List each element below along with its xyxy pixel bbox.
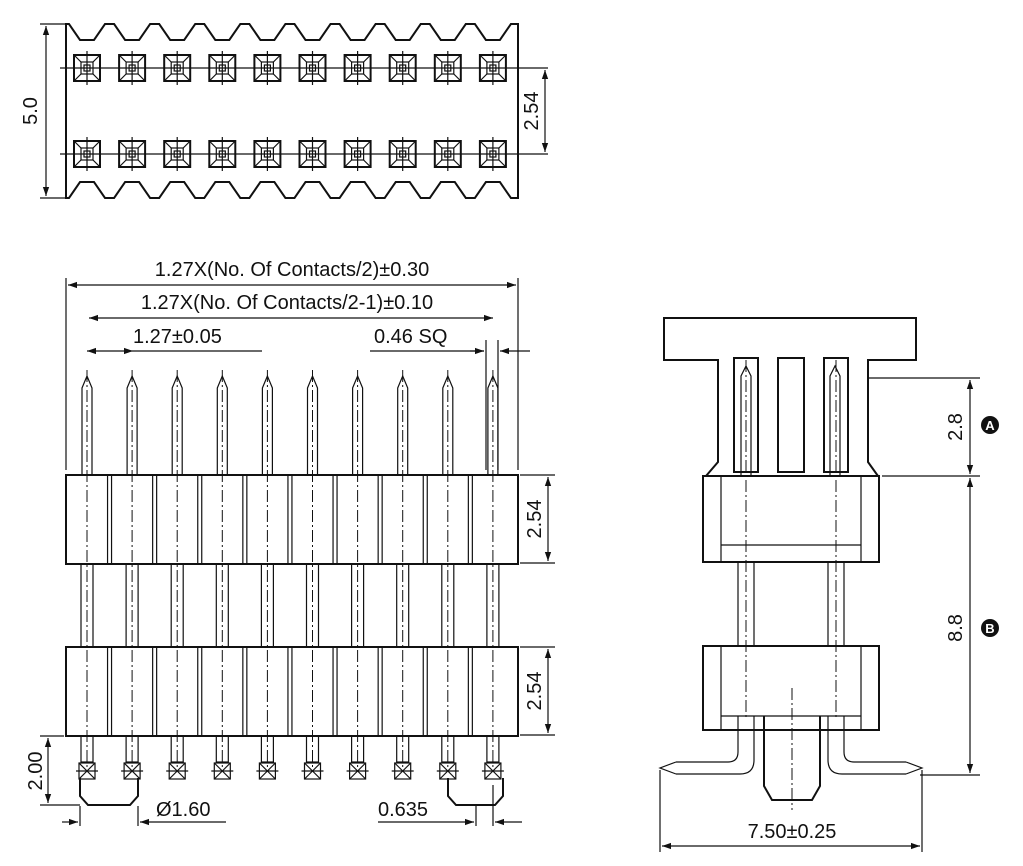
front-pins [80,374,500,647]
dim-lower-housing: 2.54 [520,646,555,736]
top-pad-grid [73,51,507,171]
dim-peg-diameter-text: Ø1.60 [156,799,210,821]
pin-tail [215,735,229,763]
dim-side-width-text: 7.50±0.25 [748,821,837,843]
dim-end-pitch-text: 1.27X(No. Of Contacts/2-1)±0.10 [141,292,433,314]
dim-side-a-text: 2.8 [945,413,967,441]
side-tail-left [676,716,755,775]
dim-peg-offset: 0.635 [378,785,522,826]
side-center-peg [763,716,821,801]
pin-tails [76,735,504,780]
side-tail-right [827,716,906,775]
dim-side-b-label: B [985,621,994,636]
side-top-cap [663,317,917,477]
dim-top-height: 5.0 [20,23,66,199]
dim-lower-housing-text: 2.54 [524,672,546,711]
housing-dividers [106,475,473,736]
side-tail-right-inner [843,716,906,763]
dim-tail-length: 2.00 [25,735,80,806]
dim-side-a: 2.8 A [868,377,999,477]
dim-pin-square: 0.46 SQ [370,326,530,470]
dim-end-pitch: 1.27X(No. Of Contacts/2-1)±0.10 [89,292,493,322]
dim-upper-housing: 2.54 [520,474,555,564]
dim-side-width: 7.50±0.25 [659,770,923,852]
top-view: 5.0 2.54 [20,23,549,199]
side-view: 2.8 A 8.8 B 7.50±0.25 [658,317,999,852]
right-peg [447,778,504,806]
top-row-centerlines [60,67,548,155]
dim-pitch: 1.27±0.05 [87,326,262,355]
dim-pin-square-text: 0.46 SQ [374,326,447,348]
pin-tail [305,735,320,763]
side-tail-left-inner [676,716,739,763]
dim-side-a-badge: A [981,416,999,434]
dim-total-length: 1.27X(No. Of Contacts/2)±0.30 [65,259,519,470]
dim-side-b-text: 8.8 [945,614,967,642]
top-view-outline [65,23,519,199]
dim-peg-diameter: Ø1.60 [62,799,226,826]
dim-tail-length-text: 2.00 [25,752,47,791]
dim-top-height-text: 5.0 [20,97,42,125]
pin-tail [125,735,139,763]
dim-top-row-pitch: 2.54 [521,70,549,152]
left-peg [79,778,139,806]
pin-tail [441,735,455,763]
dim-pitch-text: 1.27±0.05 [133,326,222,348]
dim-top-row-pitch-text: 2.54 [521,92,543,131]
dim-side-b: 8.8 B [920,478,999,776]
pin-tail [260,735,274,763]
side-upper-housing [702,475,880,563]
dim-side-a-label: A [985,418,995,433]
pin-tail [351,735,365,763]
pin-centerlines [86,370,494,770]
dim-side-b-badge: B [981,619,999,637]
side-lower-housing [702,645,880,731]
pin-tail [170,735,184,763]
dim-upper-housing-text: 2.54 [524,500,546,539]
pin-tail [486,735,500,763]
front-view: 1.27X(No. Of Contacts/2)±0.30 1.27X(No. … [25,259,555,826]
pin-tail [396,735,410,763]
side-pin-tip-right [829,364,841,476]
side-slot-mid [777,357,805,473]
dim-peg-offset-text: 0.635 [378,799,428,821]
pin-tail [80,735,94,763]
dim-total-length-text: 1.27X(No. Of Contacts/2)±0.30 [155,259,429,281]
